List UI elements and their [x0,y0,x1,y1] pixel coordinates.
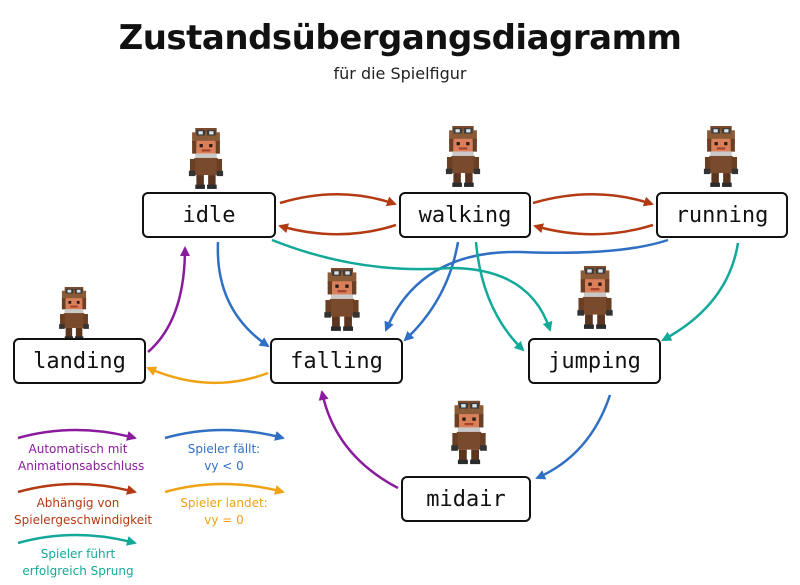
state-jumping: jumping [528,338,661,384]
legend-orange: Spieler landet: vy = 0 [168,495,280,529]
arrow-running-to-jumping [661,242,740,342]
character-sprite-icon [703,126,739,187]
legend-arrow-purple [17,428,137,441]
character-sprite-icon [451,400,487,465]
arrow-falling-to-landing [146,366,269,385]
legend-teal: Spieler führt erfolgreich Sprung aus [22,547,134,585]
arrow-idle-to-walking [279,193,397,207]
state-falling: falling [270,338,403,384]
legend-blue: Spieler fällt: vy < 0 [168,441,280,475]
arrow-running-to-falling [384,238,669,332]
legend-orange-line2: vy = 0 [204,513,244,527]
legend-blue-line2: vy < 0 [204,459,244,473]
legend-arrow-red [17,482,137,495]
legend-blue-line1: Spieler fällt: [187,442,261,456]
arrow-midair-to-falling [318,390,399,490]
arrow-jumping-to-midair [535,394,612,480]
state-midair: midair [401,476,531,522]
character-sprite-icon [445,126,481,187]
legend-arrow-teal [17,533,137,546]
arrow-walking-to-running [532,193,654,207]
arrow-running-to-walking [533,223,654,236]
legend-arrow-blue [164,428,285,441]
state-running: running [656,192,788,238]
legend-purple: Automatisch mit Animationsabschluss [18,442,145,473]
legend-orange-line1: Spieler landet: [180,496,268,510]
arrow-walking-to-falling [403,241,460,342]
character-sprite-icon [577,266,613,329]
character-sprite-icon [59,287,89,341]
character-sprite-icon [324,268,360,331]
page-title: Zustandsübergangsdiagramm [118,18,682,58]
legend-arrow-orange [164,482,285,495]
state-landing: landing [13,338,146,384]
arrow-walking-to-jumping [474,241,525,352]
state-idle: idle [142,192,276,238]
legend-red: Abhängig von Spielergeschwindigkeit [14,496,153,527]
state-walking: walking [399,192,531,238]
character-sprite-icon [188,128,224,189]
arrow-landing-to-idle [147,246,190,353]
arrow-idle-to-falling [216,241,270,348]
arrow-walking-to-idle [278,223,397,236]
page-subtitle: für die Spielfigur [333,64,467,83]
arrow-idle-to-jumping [271,238,553,332]
